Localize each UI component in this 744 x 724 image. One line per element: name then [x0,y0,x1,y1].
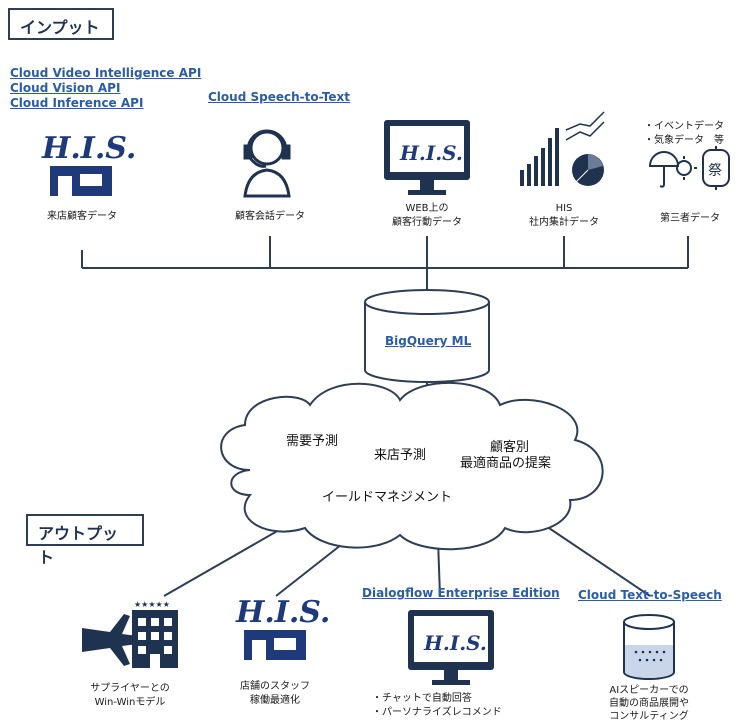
svg-text:H.I.S.: H.I.S. [41,131,136,166]
prediction-cloud-icon [220,382,604,551]
third-party-note-line1: ・イベントデータ [644,121,724,132]
output-caption-chat-line1: ・チャットで自動回答 [372,693,472,704]
his-store-logo-icon: H.I.S. [41,131,136,196]
internal-stats-chart-icon [520,111,605,186]
third-party-note-line2: ・気象データ 等 [644,135,724,146]
output-caption-speaker-line1: AIスピーカーでの [609,685,689,696]
input-caption-his-line1: HIS [555,203,573,214]
airline-hotel-icon: ★★★★★ [82,600,178,668]
video-intelligence-api-link[interactable]: Cloud Video Intelligence API [10,66,202,80]
operator-headset-icon [243,129,291,198]
per-customer-text-line1: 顧客別 [490,440,530,455]
input-caption-conversation: 顧客会話データ [235,211,305,222]
input-section-label: インプット [8,8,114,40]
text-to-speech-link[interactable]: Cloud Text-to-Speech [578,588,722,602]
output-caption-speaker-line2: 自動の商品展開や [609,698,689,709]
inference-api-link[interactable]: Cloud Inference API [10,96,144,110]
input-caption-third-party: 第三者データ [660,213,720,224]
web-monitor-icon: H.I.S. [384,120,470,195]
ai-speaker-icon [623,614,675,680]
his-staff-logo-icon: H.I.S. [235,595,330,660]
dialogflow-link[interactable]: Dialogflow Enterprise Edition [362,586,560,600]
output-caption-supplier-line1: サプライヤーとの [90,683,170,694]
input-caption-web-line1: WEB上の [405,203,449,214]
output-caption-speaker-line3: コンサルティング [609,711,689,722]
demand-forecast-text: 需要予測 [286,434,339,449]
bigquery-ml-link[interactable]: BigQuery ML [385,334,472,348]
input-caption-web-line2: 顧客行動データ [392,217,462,228]
yield-management-text: イールドマネジメント [322,490,453,505]
output-section-label: アウトプット [26,514,144,567]
bigquery-database-icon [364,289,490,383]
festival-glyph: 祭 [708,163,722,179]
per-customer-text-line2: 最適商品の提案 [460,456,552,471]
input-bus [81,236,689,412]
svg-text:H.I.S.: H.I.S. [423,631,487,655]
svg-text:H.I.S.: H.I.S. [399,141,463,165]
output-caption-staff-line1: 店舗のスタッフ [240,681,310,692]
input-caption-his-line2: 社内集計データ [529,217,599,228]
vision-api-link[interactable]: Cloud Vision API [10,81,121,95]
output-caption-staff-line2: 稼働最適化 [250,695,300,706]
visit-forecast-text: 来店予測 [374,448,427,463]
output-caption-chat-line2: ・パーソナライズレコメンド [372,707,502,718]
input-caption-visitor: 来店顧客データ [47,211,117,222]
svg-text:H.I.S.: H.I.S. [235,595,330,630]
speech-to-text-link[interactable]: Cloud Speech-to-Text [208,90,351,104]
output-caption-supplier-line2: Win-Winモデル [94,697,166,708]
chat-monitor-icon: H.I.S. [408,610,494,685]
svg-text:★★★★★: ★★★★★ [134,600,170,609]
weather-event-icon: 祭 [648,146,730,190]
